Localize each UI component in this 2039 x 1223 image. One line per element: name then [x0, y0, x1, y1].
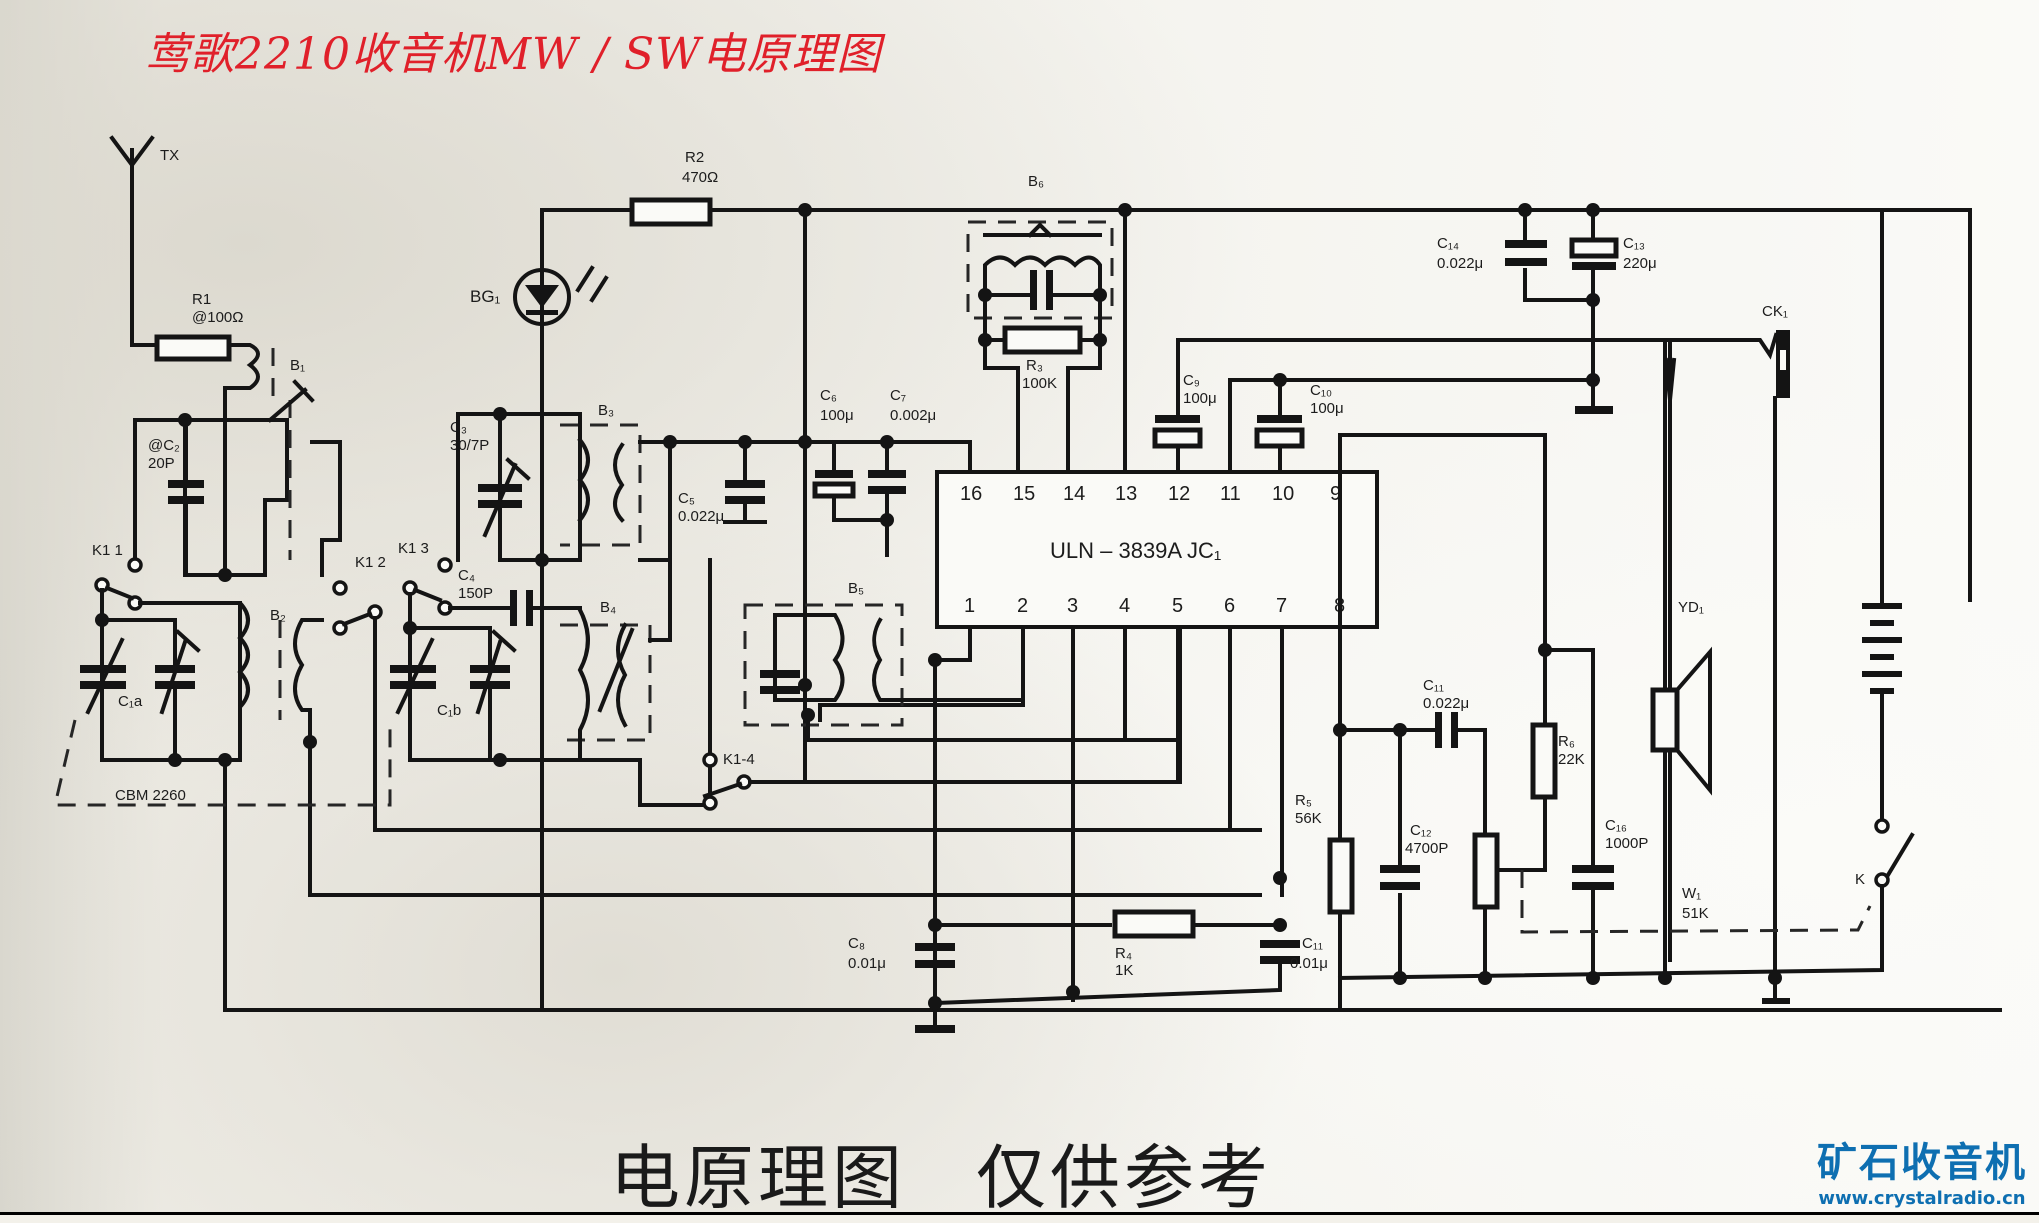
antenna-label: TX: [160, 147, 179, 164]
resistor-r1: [154, 334, 232, 362]
c4-value: 150P: [458, 585, 493, 602]
c10-name: C₁₀: [1310, 382, 1332, 399]
battery-icon: [1862, 603, 1902, 694]
footer-right: 仅供参考: [976, 1137, 1272, 1219]
bg1-label: BG₁: [470, 287, 501, 306]
ic-pin-12: 12: [1168, 483, 1190, 505]
resistor-r4: [1112, 909, 1196, 939]
ic-pin-10: 10: [1272, 483, 1294, 505]
k11-label: K1 1: [92, 542, 123, 559]
c8-name: C₈: [848, 935, 865, 952]
r1-value: @100Ω: [192, 309, 243, 326]
resistor-r3: [1002, 325, 1083, 355]
watermark-url: www.crystalradio.cn: [1818, 1188, 2026, 1209]
ic-pin-7: 7: [1276, 595, 1287, 617]
watermark-name: 矿石收音机: [1817, 1140, 2027, 1186]
c9-value: 100μ: [1183, 390, 1217, 407]
r4-value: 1K: [1115, 962, 1133, 979]
ic-pin-11: 11: [1220, 483, 1241, 505]
resistor-r6: [1530, 722, 1558, 800]
c11b-value: 0.01μ: [1290, 955, 1328, 972]
power-switch-label: K: [1855, 871, 1865, 888]
c3-value: 30/7P: [450, 437, 489, 454]
c11a-name: C₁₁: [1423, 677, 1444, 694]
b3-label: B₃: [598, 402, 614, 419]
footer-left: 电原理图: [610, 1137, 906, 1219]
ic-pin-2: 2: [1017, 595, 1028, 617]
b6-label: B₆: [1028, 173, 1044, 190]
w1-value: 51K: [1682, 905, 1709, 922]
b5-label: B₅: [848, 580, 864, 597]
r5-value: 56K: [1295, 810, 1322, 827]
k14-label: K1-4: [723, 751, 755, 768]
resistor-r5: [1327, 837, 1355, 915]
ic-pin-16: 16: [960, 483, 982, 505]
c14-name: C₁₄: [1437, 235, 1459, 252]
r2-value: 470Ω: [682, 169, 718, 186]
c11b-name: C₁₁: [1302, 935, 1323, 952]
c16-value: 1000P: [1605, 835, 1648, 852]
potentiometer-w1: [1472, 832, 1500, 910]
r1-name: R1: [192, 291, 211, 308]
bottom-rule: [0, 1212, 2039, 1215]
ic-uln3839a: [935, 470, 1379, 629]
c6-value: 100μ: [820, 407, 854, 424]
c12-name: C₁₂: [1410, 822, 1432, 839]
antenna-icon: [109, 135, 155, 347]
k12-label: K1 2: [355, 554, 386, 571]
ic-pin-4: 4: [1119, 595, 1130, 617]
c11a-value: 0.022μ: [1423, 695, 1469, 712]
c14-value: 0.022μ: [1437, 255, 1483, 272]
schematic-title: 莺歌2210收音机MW / SW电原理图: [145, 29, 882, 80]
c4-name: C₄: [458, 567, 475, 584]
variable-capacitor-c1a: [80, 618, 242, 762]
resistor-r2: [629, 197, 713, 227]
b4-label: B₄: [600, 599, 616, 616]
b1-label: B₁: [290, 357, 305, 374]
ic-pin-14: 14: [1063, 483, 1085, 505]
ic-pin-6: 6: [1224, 595, 1235, 617]
k13-label: K1 3: [398, 540, 429, 557]
speaker-icon: [1650, 646, 1712, 796]
ic-label: ULN – 3839A JC₁: [1050, 538, 1221, 563]
c7-value: 0.002μ: [890, 407, 936, 424]
c9-name: C₉: [1183, 372, 1200, 389]
ic-pin-15: 15: [1013, 483, 1035, 505]
c7-name: C₇: [890, 387, 906, 404]
r4-name: R₄: [1115, 945, 1132, 962]
c12-value: 4700P: [1405, 840, 1448, 857]
r3-name: R₃: [1026, 357, 1043, 374]
r6-value: 22K: [1558, 751, 1585, 768]
ic-pin-1: 1: [964, 595, 975, 617]
r5-name: R₅: [1295, 792, 1312, 809]
c6-name: C₆: [820, 387, 837, 404]
ic-pin-5: 5: [1172, 595, 1183, 617]
r6-name: R₆: [1558, 733, 1575, 750]
c1a-label: C₁a: [118, 693, 143, 710]
ck1-label: CK₁: [1762, 303, 1788, 320]
c5-value: 0.022μ: [678, 508, 724, 525]
c13-name: C₁₃: [1623, 235, 1645, 252]
ic-pin-3: 3: [1067, 595, 1078, 617]
ic-pins-top: 16 15 14 13 12 11 10 9: [960, 483, 1341, 505]
ic-pin-13: 13: [1115, 483, 1137, 505]
r3-value: 100K: [1022, 375, 1057, 392]
footer-caption: 电原理图仅供参考: [610, 1122, 1272, 1223]
c1b-label: C₁b: [437, 702, 461, 719]
w1-name: W₁: [1682, 885, 1701, 902]
r2-name: R2: [685, 149, 704, 166]
c13-value: 220μ: [1623, 255, 1657, 272]
gang-label: CBM 2260: [115, 787, 186, 804]
c5-name: C₅: [678, 490, 695, 507]
c8-value: 0.01μ: [848, 955, 886, 972]
c16-name: C₁₆: [1605, 817, 1627, 834]
watermark: 矿石收音机 www.crystalradio.cn: [1817, 1130, 2027, 1209]
ic-pin-9: 9: [1330, 483, 1341, 505]
c2-name: @C₂: [148, 437, 180, 454]
b2-label: B₂: [270, 607, 286, 624]
c2-value: 20P: [148, 455, 175, 472]
speaker-label: YD₁: [1678, 599, 1704, 616]
c10-value: 100μ: [1310, 400, 1344, 417]
